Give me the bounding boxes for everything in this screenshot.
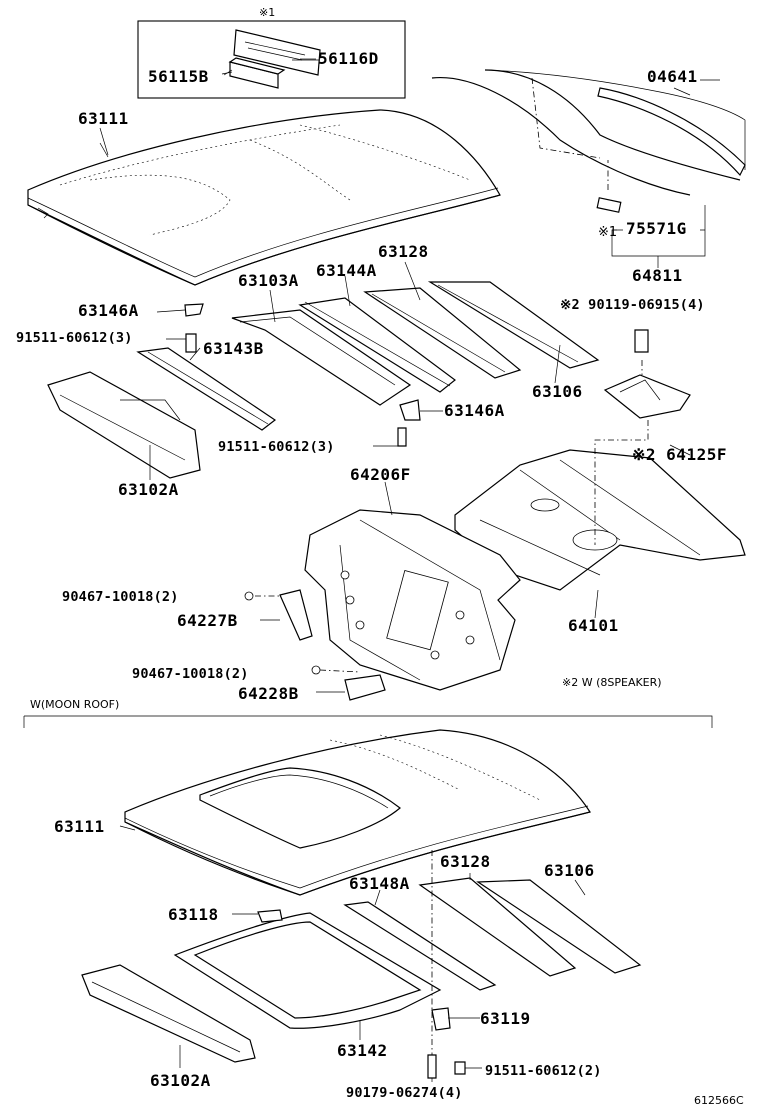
part-label-64227b[interactable]: 64227B [177, 611, 238, 630]
section-title-moon-roof: W(MOON ROOF) [30, 698, 120, 711]
part-label-64125f[interactable]: ※2 64125F [632, 445, 727, 464]
part-label-64811[interactable]: 64811 [632, 266, 683, 285]
part-label-63111-bottom[interactable]: 63111 [54, 817, 105, 836]
roof-panel-moonroof [124, 729, 591, 896]
part-label-63148a[interactable]: 63148A [349, 874, 410, 893]
roof-panel-top [27, 109, 501, 286]
note-8-speaker: ※2 W (8SPEAKER) [562, 676, 662, 689]
part-label-90119-06915[interactable]: ※2 90119-06915(4) [560, 297, 705, 313]
part-label-63142[interactable]: 63142 [337, 1041, 388, 1060]
part-label-63103a[interactable]: 63103A [238, 271, 299, 290]
part-label-63118[interactable]: 63118 [168, 905, 219, 924]
part-label-64101[interactable]: 64101 [568, 616, 619, 635]
part-label-63128-bottom[interactable]: 63128 [440, 852, 491, 871]
roof-bows-top [47, 281, 600, 479]
part-label-63106-top[interactable]: 63106 [532, 382, 583, 401]
part-label-63146a-left[interactable]: 63146A [78, 301, 139, 320]
part-label-63143b[interactable]: 63143B [203, 339, 264, 358]
section-bracket [23, 715, 713, 728]
part-label-63102a-top[interactable]: 63102A [118, 480, 179, 499]
part-label-63102a-bottom[interactable]: 63102A [150, 1071, 211, 1090]
part-label-63119[interactable]: 63119 [480, 1009, 531, 1028]
part-label-91511-60612-b[interactable]: 91511-60612(3) [218, 439, 335, 455]
part-label-04641[interactable]: 04641 [647, 67, 698, 86]
rear-window-group [431, 69, 746, 257]
part-label-90467-10018-a[interactable]: 90467-10018(2) [62, 589, 179, 605]
part-label-56116d[interactable]: 56116D [318, 49, 379, 68]
part-label-90467-10018-b[interactable]: 90467-10018(2) [132, 666, 249, 682]
note-marker-1-mid: ※1 [598, 225, 618, 240]
package-tray [454, 329, 746, 591]
emblem-inset [137, 20, 406, 99]
part-label-63146a-right[interactable]: 63146A [444, 401, 505, 420]
part-label-63128-top[interactable]: 63128 [378, 242, 429, 261]
part-label-63144a[interactable]: 63144A [316, 261, 377, 280]
part-label-91511-60612-c[interactable]: 91511-60612(2) [485, 1063, 602, 1079]
part-label-63111-top[interactable]: 63111 [78, 109, 129, 128]
note-marker-1-top: ※1 [259, 6, 276, 19]
leader-lines [99, 58, 691, 1082]
part-label-64206f[interactable]: 64206F [350, 465, 411, 484]
part-label-63106-bottom[interactable]: 63106 [544, 861, 595, 880]
part-label-91511-60612-a[interactable]: 91511-60612(3) [16, 330, 133, 346]
part-label-56115b[interactable]: 56115B [148, 67, 209, 86]
figure-code: 612566C [694, 1094, 744, 1107]
rear-panel [244, 509, 521, 701]
part-label-90179-06274[interactable]: 90179-06274(4) [346, 1085, 463, 1101]
part-label-64228b[interactable]: 64228B [238, 684, 299, 703]
part-label-75571g[interactable]: 75571G [626, 219, 687, 238]
moonroof-frame-group [81, 850, 642, 1079]
